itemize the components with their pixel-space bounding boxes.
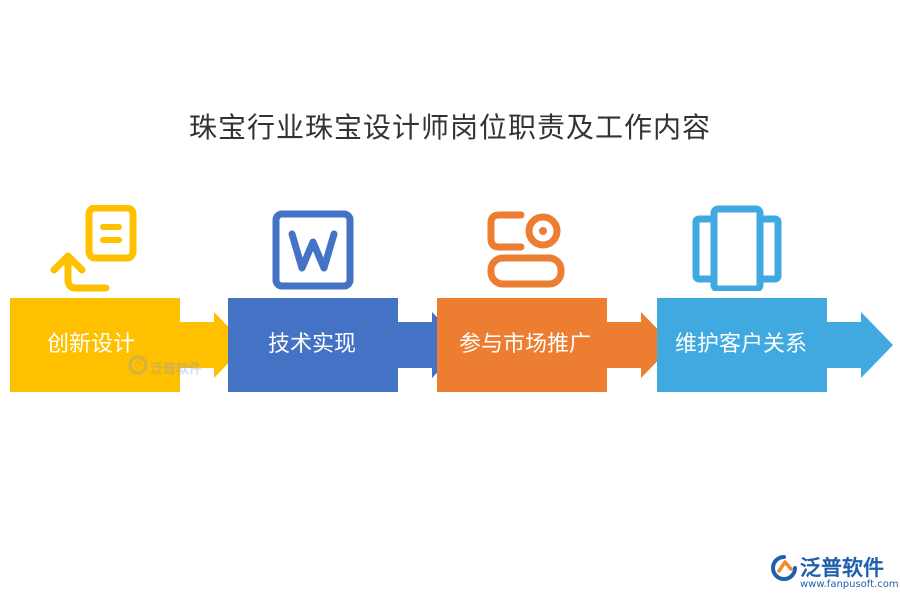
step-3-arrow: 参与市场推广: [437, 298, 677, 392]
watermark: 泛普软件: [128, 355, 202, 379]
page-title: 珠宝行业珠宝设计师岗位职责及工作内容: [188, 111, 711, 144]
watermark-text: 泛普软件: [150, 362, 203, 377]
step-4-label: 维护客户关系: [675, 332, 808, 357]
brand-url: www.fanpusoft.com: [800, 579, 899, 590]
document-export-icon: [48, 205, 138, 295]
id-card-icon: [485, 208, 567, 290]
brand-name: 泛普软件: [800, 556, 884, 580]
step-2-arrow: 技术实现: [228, 298, 468, 392]
brand-logo[interactable]: 泛普软件 www.fanpusoft.com: [770, 552, 899, 597]
watermark-logo-icon: [128, 355, 148, 375]
step-3-label: 参与市场推广: [459, 332, 592, 357]
step-1-label: 创新设计: [47, 332, 136, 357]
cards-stack-icon: [692, 205, 782, 291]
brand-logo-icon: [771, 555, 797, 581]
step-4-arrow: 维护客户关系: [657, 298, 897, 392]
step-2-label: 技术实现: [268, 332, 357, 357]
word-document-icon: [272, 210, 354, 290]
